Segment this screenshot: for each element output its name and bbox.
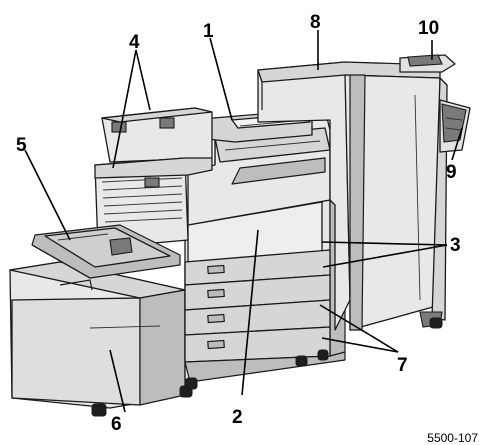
callout-5: 5	[16, 135, 27, 156]
callout-10: 10	[418, 18, 439, 39]
duplex-unit	[94, 107, 213, 249]
callout-7: 7	[397, 355, 408, 376]
callout-8: 8	[310, 12, 321, 33]
callout-6: 6	[111, 414, 122, 435]
paper-trays	[184, 249, 331, 363]
callout-labels: 1 4 5 2 3 7 6 8 9 10	[16, 12, 461, 435]
callout-3: 3	[450, 235, 461, 256]
finisher-stacker-tray	[439, 99, 471, 153]
leader-lines	[24, 30, 463, 413]
finisher-top-tray	[399, 54, 456, 73]
callout-9: 9	[446, 162, 457, 183]
figure-id: 5500-107	[427, 431, 478, 445]
callout-4: 4	[129, 32, 140, 53]
printer-main-body	[184, 109, 346, 390]
multipurpose-tray	[31, 224, 181, 279]
callout-2: 2	[232, 407, 243, 428]
finisher	[257, 61, 448, 331]
high-capacity-feeder	[9, 261, 193, 417]
callout-1: 1	[203, 21, 214, 42]
